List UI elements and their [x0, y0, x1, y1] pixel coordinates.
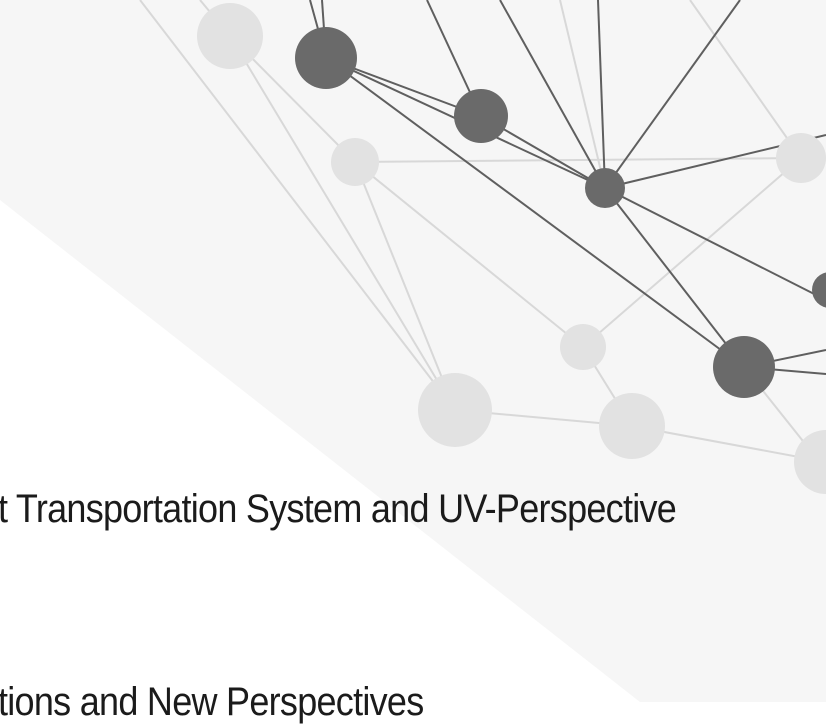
dark-nodes: [295, 27, 826, 398]
light-node: [197, 3, 263, 69]
light-node: [560, 324, 606, 370]
slide-heading-line-1: t Transportation System and UV-Perspecti…: [0, 487, 677, 531]
background-band: [0, 0, 826, 702]
light-nodes: [197, 3, 826, 494]
light-node: [776, 133, 826, 183]
dark-node: [454, 89, 508, 143]
dark-node: [812, 272, 826, 308]
light-node: [331, 138, 379, 186]
light-node: [794, 430, 826, 494]
network-graph-decoration: [0, 0, 826, 702]
dark-node: [295, 27, 357, 89]
slide-heading-line-2: tions and New Perspectives: [0, 680, 424, 724]
dark-node: [713, 336, 775, 398]
light-node: [599, 393, 665, 459]
light-node: [418, 373, 492, 447]
dark-node: [585, 168, 625, 208]
